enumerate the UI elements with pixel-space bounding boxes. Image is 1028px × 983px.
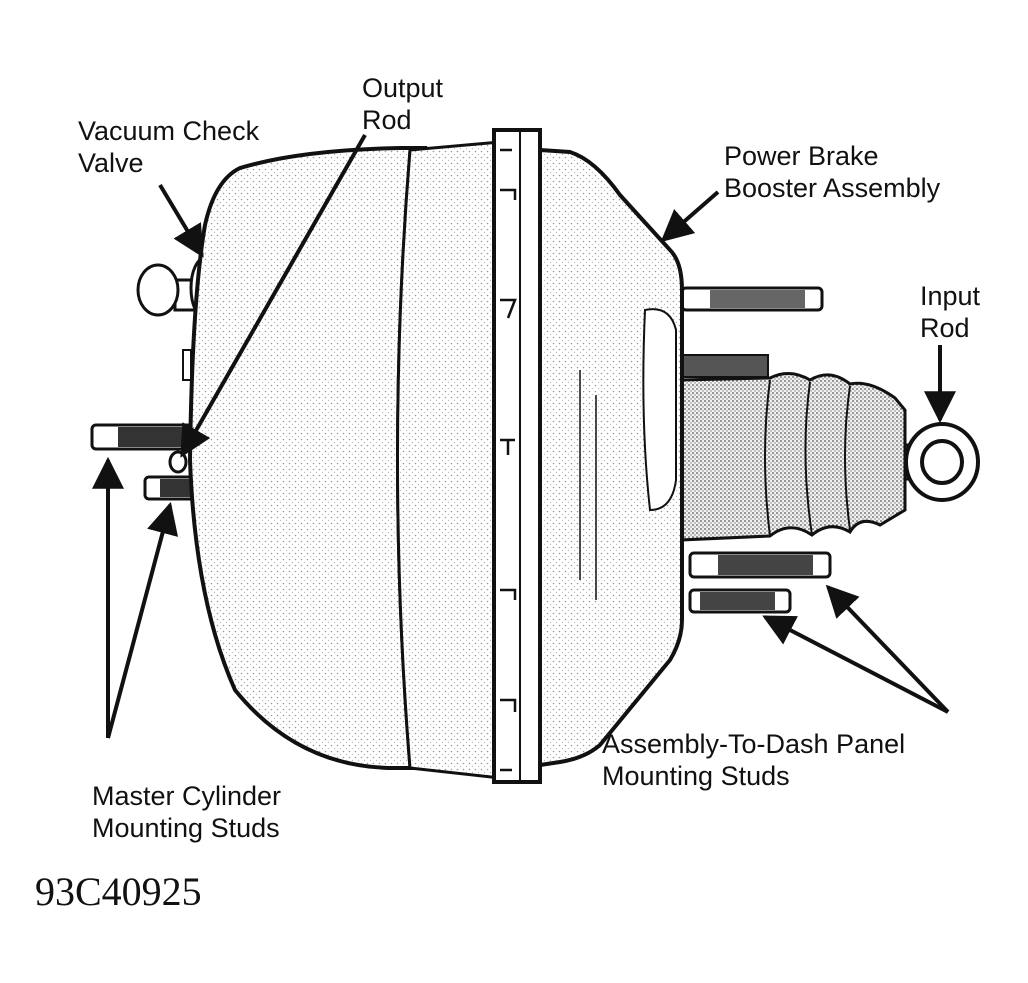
figure-code: 93C40925 xyxy=(35,869,202,914)
output-rod xyxy=(168,349,192,474)
label-line: Assembly-To-Dash Panel xyxy=(602,729,906,759)
boot-bellows xyxy=(678,354,907,542)
label-line: Power Brake xyxy=(724,141,879,171)
label-line: Booster Assembly xyxy=(724,173,941,203)
label-output-rod: Output Rod xyxy=(362,72,443,136)
dash-panel-studs xyxy=(680,286,832,614)
label-line: Rod xyxy=(362,105,412,135)
label-power-brake-booster: Power Brake Booster Assembly xyxy=(724,140,940,204)
label-line: Master Cylinder xyxy=(92,781,282,811)
label-master-cylinder-studs: Master Cylinder Mounting Studs xyxy=(92,780,281,844)
label-dash-panel-studs: Assembly-To-Dash Panel Mounting Studs xyxy=(602,728,905,792)
label-line: Mounting Studs xyxy=(92,813,280,843)
leader-dash-panel-b xyxy=(762,615,949,714)
rear-shell xyxy=(538,147,684,768)
input-rod xyxy=(878,422,980,502)
label-line: Valve xyxy=(78,148,144,178)
label-line: Input xyxy=(920,281,981,311)
clamp-ring xyxy=(492,128,542,784)
leader-dash-panel-a xyxy=(825,584,950,714)
center-shell xyxy=(396,140,502,780)
leader-output-rod xyxy=(180,134,367,458)
front-shell xyxy=(187,146,428,771)
label-line: Vacuum Check xyxy=(78,116,260,146)
label-line: Output xyxy=(362,73,444,103)
label-line: Mounting Studs xyxy=(602,761,790,791)
leader-master-cylinder-b xyxy=(106,501,179,739)
leader-vacuum-check-valve xyxy=(158,183,204,258)
leader-power-brake-booster xyxy=(660,190,720,243)
label-input-rod: Input Rod xyxy=(920,280,980,344)
label-vacuum-check-valve: Vacuum Check Valve xyxy=(78,115,259,179)
leader-lines xyxy=(92,134,956,739)
master-cylinder-studs xyxy=(90,423,197,501)
label-line: Rod xyxy=(920,313,970,343)
